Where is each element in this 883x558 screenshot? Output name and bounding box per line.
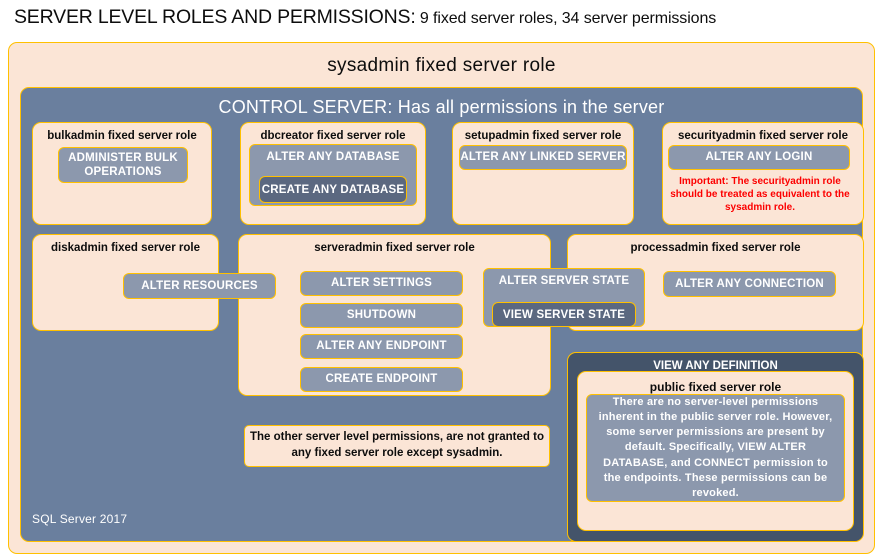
permission-alter-any-endpoint: ALTER ANY ENDPOINT (300, 334, 463, 359)
permission-create-endpoint: CREATE ENDPOINT (300, 367, 463, 392)
view-any-definition-label: VIEW ANY DEFINITION (653, 360, 778, 372)
control-server-label: CONTROL SERVER: Has all permissions in t… (218, 97, 665, 117)
permission-alter-any-connection: ALTER ANY CONNECTION (663, 271, 836, 297)
other-permissions-note: The other server level permissions, are … (244, 425, 550, 467)
permission-alter-any-login: ALTER ANY LOGIN (668, 145, 850, 170)
setupadmin-role-label: setupadmin fixed server role (464, 130, 622, 142)
bulkadmin-role-label: bulkadmin fixed server role (47, 130, 197, 142)
permission-alter-any-linked-server: ALTER ANY LINKED SERVER (459, 145, 627, 170)
public-role-note: There are no server-level permissions in… (586, 394, 845, 502)
sysadmin-role-label: sysadmin fixed server role (327, 55, 556, 76)
diskadmin-role-label: diskadmin fixed server role (51, 242, 200, 254)
page-title: SERVER LEVEL ROLES AND PERMISSIONS: 9 fi… (14, 6, 874, 36)
permission-administer-bulk-operations: ADMINISTER BULK OPERATIONS (58, 147, 188, 183)
permission-alter-settings: ALTER SETTINGS (300, 271, 463, 296)
footer-version-label: SQL Server 2017 (32, 512, 128, 526)
permission-shutdown: SHUTDOWN (300, 303, 463, 328)
securityadmin-role-label: securityadmin fixed server role (677, 130, 849, 142)
dbcreator-role-label: dbcreator fixed server role (260, 130, 406, 142)
serveradmin-role-label: serveradmin fixed server role (314, 242, 475, 254)
permission-view-server-state: VIEW SERVER STATE (492, 302, 636, 327)
permission-alter-resources: ALTER RESOURCES (123, 273, 276, 299)
permission-create-any-database: CREATE ANY DATABASE (259, 176, 407, 203)
public-role-label: public fixed server role (649, 380, 782, 394)
setupadmin-role-panel: setupadmin fixed server role (452, 122, 634, 225)
securityadmin-role-panel: securityadmin fixed server role (662, 122, 864, 225)
processadmin-role-label: processadmin fixed server role (630, 242, 801, 254)
page-title-subtitle: 9 fixed server roles, 34 server permissi… (415, 10, 717, 27)
page-title-main: SERVER LEVEL ROLES AND PERMISSIONS: (14, 6, 416, 28)
securityadmin-warning-note: Important: The securityadmin role should… (670, 176, 850, 214)
